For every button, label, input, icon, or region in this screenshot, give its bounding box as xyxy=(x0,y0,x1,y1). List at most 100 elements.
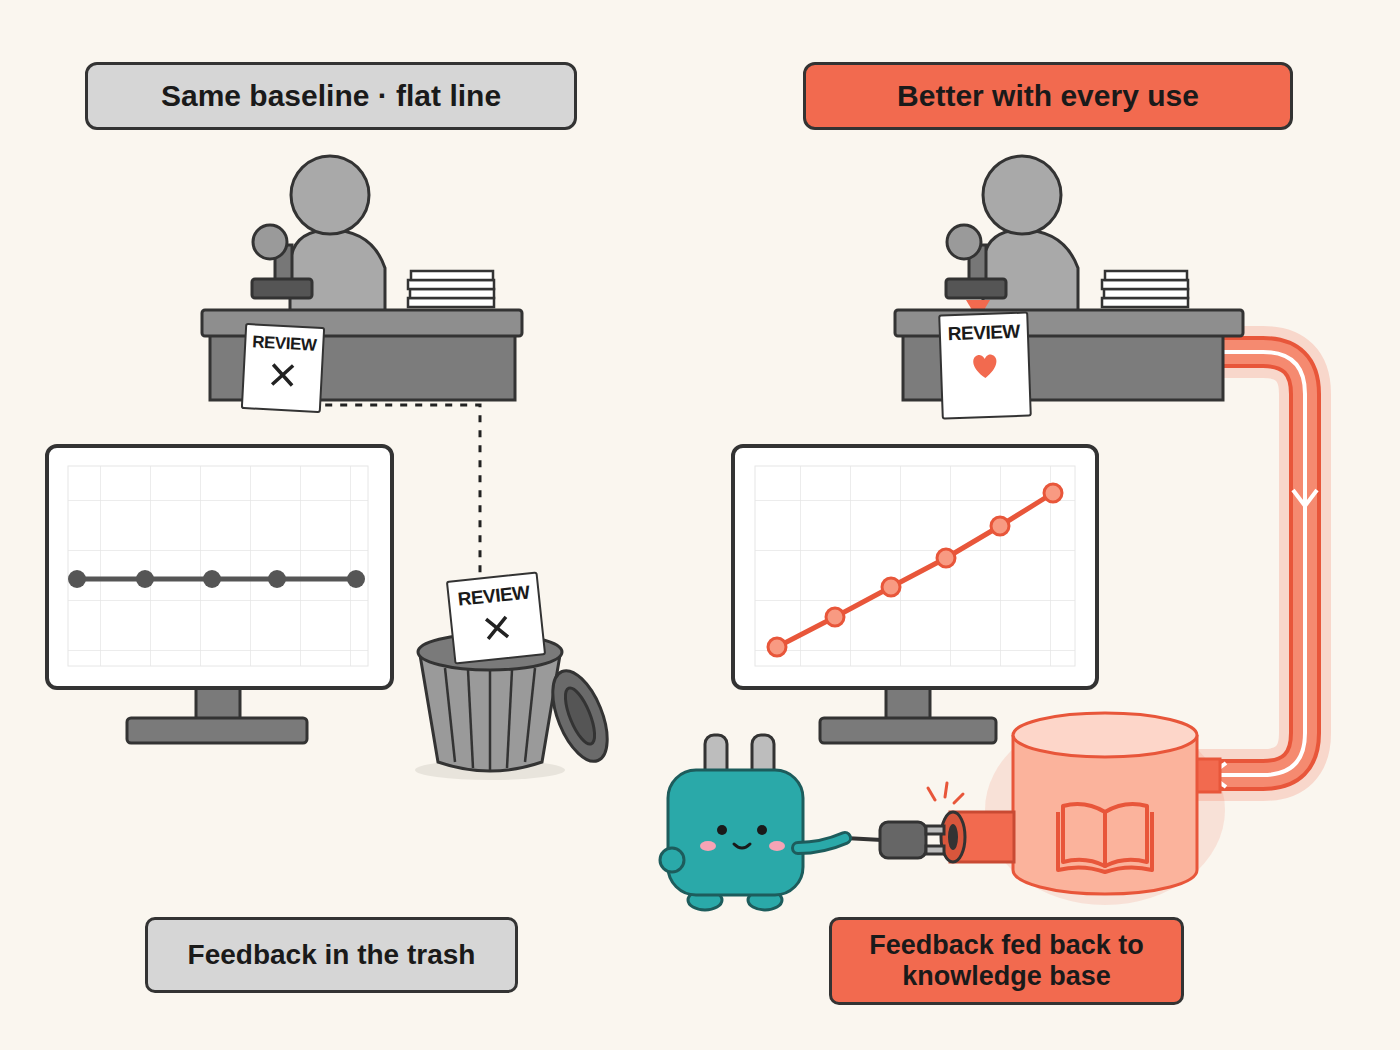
heart-mark xyxy=(973,354,997,378)
rising-line-chart xyxy=(768,484,1062,656)
box-label: Feedback in the trash xyxy=(188,939,476,971)
flat-line-chart xyxy=(268,570,286,588)
reject-mark xyxy=(486,617,508,639)
plug-mascot xyxy=(769,841,785,851)
header-pill: Same baseline · flat line xyxy=(85,62,577,130)
rising-line-chart xyxy=(991,517,1009,535)
box-label: Same baseline · flat line xyxy=(161,79,501,114)
rising-line-chart xyxy=(826,608,844,626)
monitor xyxy=(886,686,930,720)
stamp xyxy=(946,225,1006,320)
trash-can xyxy=(559,684,600,747)
header-pill: Better with every use xyxy=(803,62,1293,130)
paper-stack xyxy=(410,289,494,298)
reject-mark xyxy=(266,358,300,392)
stamp xyxy=(946,279,1006,298)
plug-mascot xyxy=(734,844,750,848)
rising-line-chart xyxy=(768,638,786,656)
paper-stack xyxy=(1102,298,1188,307)
review-paper: REVIEW xyxy=(241,323,325,413)
flat-line-chart xyxy=(68,570,86,588)
feedback-pipe xyxy=(1293,490,1317,506)
trash-can xyxy=(445,668,455,762)
caption-box: Feedback in the trash xyxy=(145,917,518,993)
plug-mascot xyxy=(660,848,684,872)
sparks xyxy=(945,783,947,797)
knowledge-base-cylinder xyxy=(1058,812,1152,872)
paper-stack xyxy=(1102,271,1188,307)
monitor xyxy=(47,446,392,688)
plug-mascot xyxy=(798,838,845,848)
knowledge-base-cylinder xyxy=(1013,713,1197,757)
paper-stack xyxy=(408,271,494,307)
monitor xyxy=(733,446,1097,743)
rising-line-chart xyxy=(1044,484,1062,502)
paper-stack xyxy=(1104,289,1188,298)
monitor xyxy=(820,718,996,743)
trash-can xyxy=(468,670,473,768)
person-figure xyxy=(291,156,369,234)
sparks xyxy=(928,788,935,800)
rising-line-chart xyxy=(882,578,900,596)
heart-mark xyxy=(968,348,1001,381)
rising-line-chart xyxy=(768,484,1062,656)
paper-stack xyxy=(408,298,494,307)
plug-mascot xyxy=(668,770,803,895)
paper-stack xyxy=(408,280,494,289)
monitor xyxy=(47,446,392,743)
knowledge-base-cylinder xyxy=(1105,804,1147,866)
trash-can xyxy=(525,668,535,762)
trash-can xyxy=(420,655,560,771)
monitor xyxy=(755,466,1075,666)
reject-mark xyxy=(479,610,514,645)
paper-stack xyxy=(1102,280,1188,289)
stamp xyxy=(253,225,287,259)
monitor xyxy=(733,446,1097,688)
flat-line-chart xyxy=(68,570,365,588)
monitor xyxy=(68,466,368,666)
person-figure xyxy=(290,230,385,312)
knowledge-base-cylinder xyxy=(941,713,1225,905)
monitor xyxy=(127,718,307,743)
plug xyxy=(880,822,926,858)
plug-mascot xyxy=(798,838,845,848)
trash-can xyxy=(489,671,492,770)
review-paper: REVIEW xyxy=(446,571,546,664)
plug-mascot xyxy=(757,825,767,835)
person-figure xyxy=(983,230,1078,312)
sparks xyxy=(928,783,963,803)
plug xyxy=(845,822,944,858)
trash-can xyxy=(542,663,619,768)
rising-line-chart xyxy=(937,549,955,567)
monitor xyxy=(196,686,240,720)
caption-box: Feedback fed back to knowledge base xyxy=(829,917,1184,1005)
knowledge-base-cylinder xyxy=(948,824,958,850)
dotted-connector xyxy=(325,405,480,573)
knowledge-base-cylinder xyxy=(1013,735,1197,894)
stamp xyxy=(252,225,312,298)
stamp xyxy=(252,279,312,298)
plug xyxy=(926,846,944,854)
person-figure xyxy=(983,156,1061,234)
box-label: Better with every use xyxy=(897,79,1199,114)
paper-label: REVIEW xyxy=(948,321,1021,345)
paper-stack xyxy=(411,271,493,280)
plug-mascot xyxy=(660,735,845,910)
plug-mascot xyxy=(700,841,716,851)
paper-label: REVIEW xyxy=(252,332,317,355)
review-paper: REVIEW xyxy=(938,311,1032,419)
sparks xyxy=(954,794,963,803)
knowledge-base-cylinder xyxy=(1058,804,1152,872)
trash-can xyxy=(445,668,535,770)
box-label: Feedback fed back to knowledge base xyxy=(869,930,1144,992)
flat-line-chart xyxy=(203,570,221,588)
knowledge-base-cylinder xyxy=(1063,804,1105,866)
rising-line-chart xyxy=(777,493,1053,647)
flat-line-chart xyxy=(136,570,154,588)
stamp xyxy=(947,225,981,259)
paper-label: REVIEW xyxy=(457,581,531,610)
plug xyxy=(926,826,944,834)
